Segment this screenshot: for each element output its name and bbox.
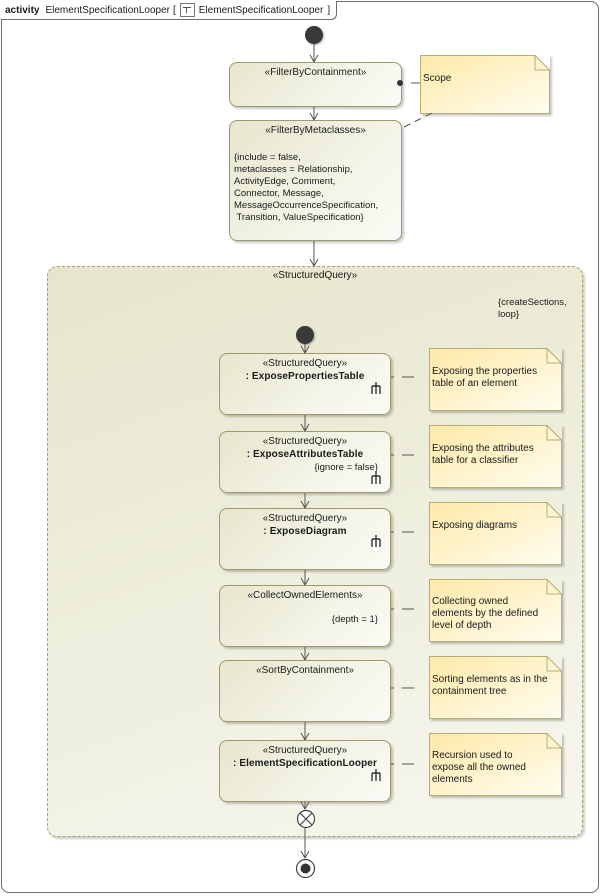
diagram-frame-header: activity ElementSpecificationLooper [ El… xyxy=(1,1,338,20)
action-constraint: {ignore = false} xyxy=(314,462,378,473)
note-comment[interactable]: Exposing diagrams xyxy=(429,502,562,565)
frame-bracket-open: [ xyxy=(173,4,176,16)
call-behavior-rake-icon xyxy=(371,535,381,547)
frame-activity-name: ElementSpecificationLooper xyxy=(45,4,170,16)
frame-bracket-close: ] xyxy=(327,4,331,16)
region-stereotype: «StructuredQuery» xyxy=(272,270,358,281)
param-line: Connector, Message, xyxy=(234,188,324,199)
note-shape xyxy=(429,733,562,796)
note-text: Exposing diagrams xyxy=(432,520,558,532)
note-shape xyxy=(420,55,550,114)
action-parameters: {include = false, metaclasses = Relation… xyxy=(230,152,401,224)
action-name: : ExposeAttributesTable xyxy=(246,449,364,460)
note-line: Exposing the properties xyxy=(432,366,538,377)
param-line: ActivityEdge, Comment, xyxy=(234,176,336,187)
note-shape xyxy=(429,656,562,719)
note-line: elements xyxy=(432,774,473,785)
action-exposepropertiestable[interactable]: «StructuredQuery» : ExposePropertiesTable xyxy=(219,353,391,415)
activity-diagram-icon xyxy=(179,3,195,17)
action-exposeattributestable[interactable]: «StructuredQuery» : ExposeAttributesTable… xyxy=(219,431,391,493)
note-shape xyxy=(429,502,562,565)
constraint-line: loop} xyxy=(498,309,520,320)
action-stereotype: «CollectOwnedElements» xyxy=(247,590,363,601)
action-stereotype: «StructuredQuery» xyxy=(262,358,348,369)
region-initial-node[interactable] xyxy=(296,326,314,344)
param-line: {include = false, xyxy=(234,152,301,163)
note-text: Scope xyxy=(423,73,452,84)
note-line: containment tree xyxy=(432,686,507,697)
action-stereotype: «FilterByContainment» xyxy=(264,67,367,78)
action-name: : ExposePropertiesTable xyxy=(245,371,365,382)
note-line: table of an element xyxy=(432,378,518,389)
note-shape xyxy=(429,425,562,488)
constraint-line: {createSections, xyxy=(498,297,567,308)
output-pin[interactable] xyxy=(397,80,403,86)
note-line: table for a classifier xyxy=(432,455,519,466)
action-elementspecificationlooper[interactable]: «StructuredQuery» : ElementSpecificationL… xyxy=(219,740,391,802)
activity-final-icon xyxy=(295,858,316,879)
note-line: expose all the owned xyxy=(432,762,526,773)
frame-keyword: activity xyxy=(5,4,40,16)
note-shape xyxy=(429,579,562,642)
action-constraint: {depth = 1} xyxy=(331,614,378,625)
note-line: Sorting elements as in the xyxy=(432,674,548,685)
note-shape xyxy=(429,348,562,411)
action-filter-by-containment[interactable]: «FilterByContainment» xyxy=(229,62,402,107)
note-line: Collecting owned xyxy=(432,596,509,607)
action-stereotype: «StructuredQuery» xyxy=(262,436,348,447)
action-stereotype: «SortByContainment» xyxy=(256,665,354,676)
note-line: level of depth xyxy=(432,620,492,631)
action-exposediagram[interactable]: «StructuredQuery» : ExposeDiagram xyxy=(219,508,391,570)
action-collectownedelements[interactable]: «CollectOwnedElements» {depth = 1} xyxy=(219,585,391,647)
param-line: metaclasses = Relationship, xyxy=(234,164,353,175)
call-behavior-rake-icon xyxy=(371,382,381,394)
note-scope[interactable]: Scope xyxy=(420,55,550,114)
action-name: : ElementSpecificationLooper xyxy=(233,758,377,769)
note-line: Exposing diagrams xyxy=(432,520,518,531)
param-line: MessageOccurrenceSpecification, xyxy=(234,200,379,211)
action-stereotype: «StructuredQuery» xyxy=(262,513,348,524)
flow-final-node[interactable] xyxy=(296,809,316,829)
note-line: elements by the defined xyxy=(432,608,539,619)
action-stereotype: «FilterByMetaclasses» xyxy=(265,125,366,136)
call-behavior-rake-icon xyxy=(371,472,381,484)
initial-node[interactable] xyxy=(305,26,323,44)
action-sortbycontainment[interactable]: «SortByContainment» xyxy=(219,660,391,722)
note-line: Exposing the attributes xyxy=(432,443,534,454)
note-line: Recursion used to xyxy=(432,750,513,761)
flow-final-icon xyxy=(296,809,316,829)
region-constraint: {createSections, loop} xyxy=(498,297,567,321)
activity-final-node[interactable] xyxy=(295,858,316,879)
call-behavior-rake-icon xyxy=(371,769,381,781)
action-name: : ExposeDiagram xyxy=(263,526,347,537)
action-stereotype: «StructuredQuery» xyxy=(262,745,348,756)
frame-diagram-name: ElementSpecificationLooper xyxy=(198,4,324,16)
action-filter-by-metaclasses[interactable]: «FilterByMetaclasses» {include = false, … xyxy=(229,120,402,241)
param-line: Transition, ValueSpecification} xyxy=(234,212,364,223)
